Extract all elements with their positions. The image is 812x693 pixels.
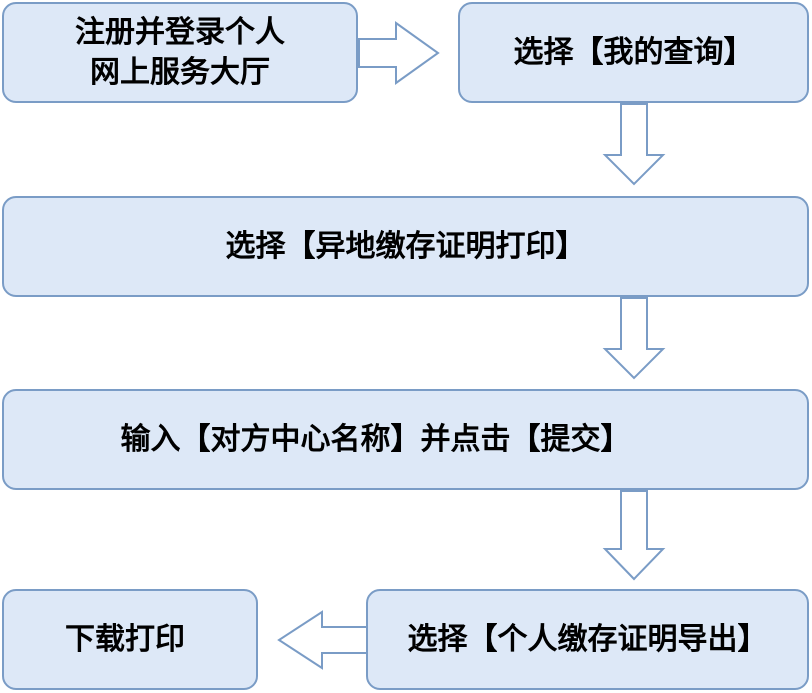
step-input-center-name-submit-label: 输入【对方中心名称】并点击【提交】 xyxy=(120,421,631,457)
step-select-my-query-label: 选择【我的查询】 xyxy=(513,34,754,70)
step-select-my-query: 选择【我的查询】 xyxy=(458,2,809,103)
step-input-center-name-submit: 输入【对方中心名称】并点击【提交】 xyxy=(2,389,809,490)
step-select-remote-certificate-print: 选择【异地缴存证明打印】 xyxy=(2,196,809,297)
arrow-down-icon xyxy=(602,103,666,186)
arrow-down-icon xyxy=(602,490,666,581)
step-select-remote-certificate-print-label: 选择【异地缴存证明打印】 xyxy=(225,228,586,264)
arrow-down-icon xyxy=(602,297,666,380)
step-select-certificate-export-label: 选择【个人缴存证明导出】 xyxy=(407,621,768,657)
step-download-print: 下载打印 xyxy=(2,589,258,690)
step-select-certificate-export: 选择【个人缴存证明导出】 xyxy=(366,589,809,690)
step-register-login: 注册并登录个人 网上服务大厅 xyxy=(2,2,358,103)
step-register-login-label: 注册并登录个人 网上服务大厅 xyxy=(75,14,285,90)
arrow-right-icon xyxy=(358,21,440,85)
arrow-left-icon xyxy=(277,610,368,670)
step-download-print-label: 下载打印 xyxy=(65,621,185,657)
